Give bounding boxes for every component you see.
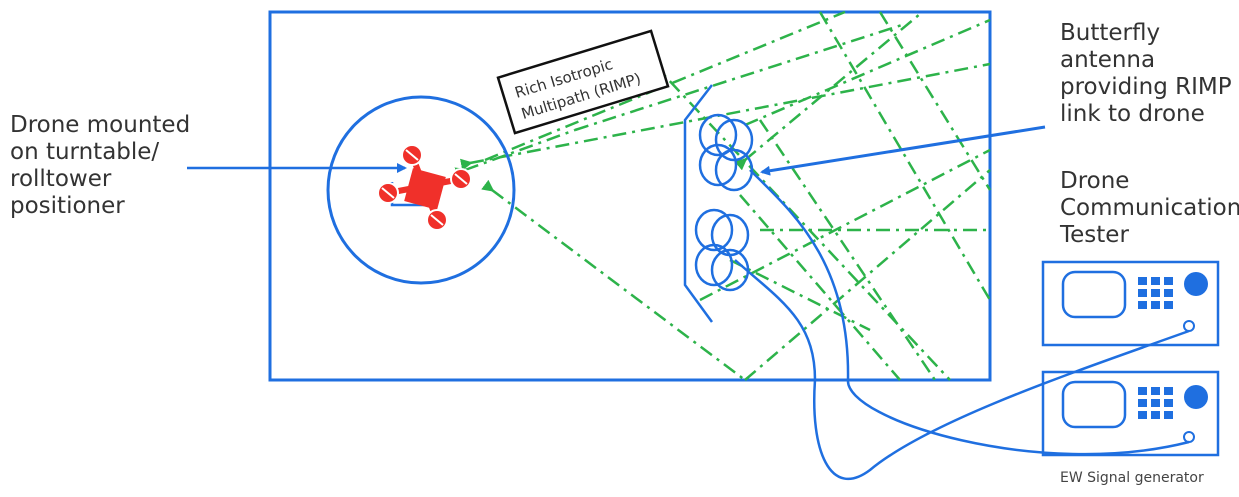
ew-signal-generator-instrument bbox=[1041, 370, 1220, 457]
multipath-rays bbox=[454, 10, 992, 381]
butterfly-label-line: antenna bbox=[1060, 47, 1156, 73]
tester-label-line: Communication bbox=[1060, 195, 1239, 221]
drone-mount-label: Drone mounted on turntable/ rolltower po… bbox=[10, 112, 190, 220]
turntable-positioner bbox=[326, 95, 516, 285]
antenna-cables bbox=[734, 169, 1190, 481]
butterfly-label-line: providing RIMP bbox=[1060, 74, 1232, 100]
ew-signal-generator-label: EW Signal generator bbox=[1060, 470, 1204, 486]
drone-mount-label-line: Drone mounted bbox=[10, 112, 191, 138]
drone-mount-label-line: positioner bbox=[10, 193, 125, 219]
antenna-pointer-arrow bbox=[760, 125, 1046, 176]
drone-icon bbox=[377, 144, 472, 231]
butterfly-label-line: link to drone bbox=[1060, 101, 1205, 127]
drone-tester-label: Drone Communication Tester bbox=[1060, 168, 1239, 249]
anechoic-chamber-outline bbox=[268, 10, 992, 382]
tester-label-line: Drone bbox=[1060, 168, 1130, 194]
tester-label-line: Tester bbox=[1060, 222, 1129, 248]
rimp-box: Rich Isotropic Multipath (RIMP) bbox=[496, 29, 670, 135]
drone-mount-label-line: rolltower bbox=[10, 166, 112, 192]
butterfly-label-line: Butterfly bbox=[1060, 20, 1161, 46]
drone-communication-tester-instrument bbox=[1041, 260, 1220, 347]
butterfly-antenna-label: Butterfly antenna providing RIMP link to… bbox=[1060, 20, 1232, 128]
drone-mount-label-line: on turntable/ bbox=[10, 139, 160, 165]
antenna-reflector bbox=[683, 84, 714, 323]
butterfly-antenna-icon bbox=[694, 113, 754, 292]
